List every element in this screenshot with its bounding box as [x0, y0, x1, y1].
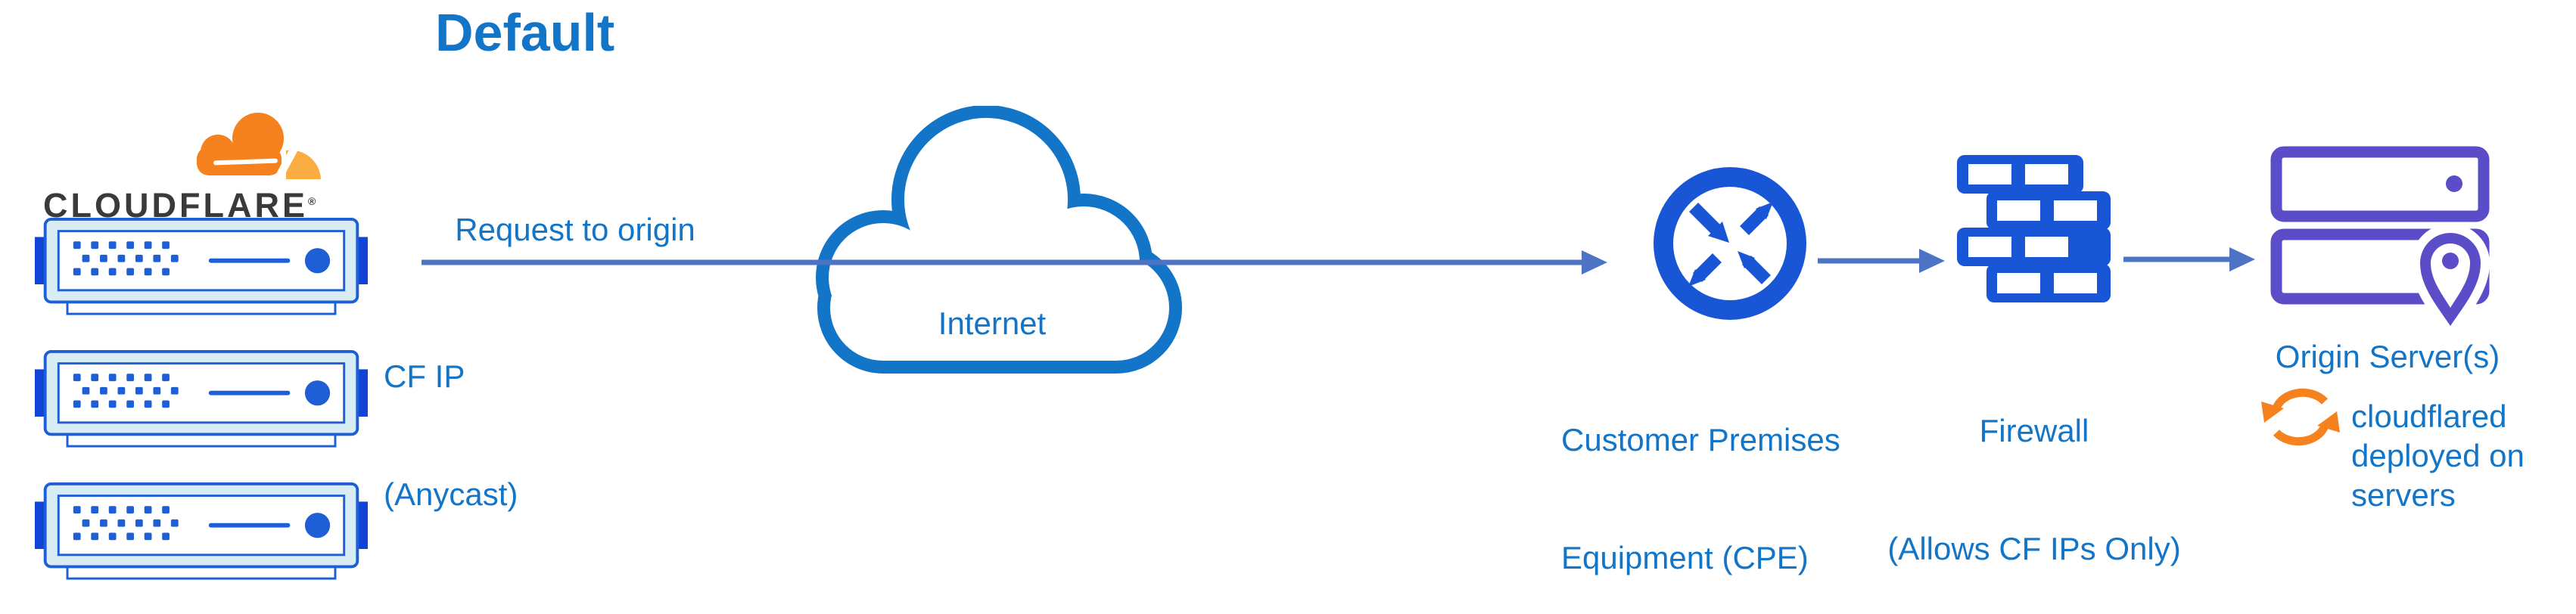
arrow-cpe-to-firewall	[1818, 249, 1945, 273]
edge-server-icon	[34, 482, 369, 582]
firewall-icon	[1957, 155, 2111, 302]
cloudflared-sync-icon	[2261, 388, 2340, 446]
edge-server-stack	[34, 218, 369, 582]
cloudflare-logo-cloud-icon	[197, 113, 321, 181]
cf-ip-label: CF IP (Anycast)	[384, 358, 518, 512]
registered-mark: ®	[307, 195, 316, 207]
internet-label: Internet	[938, 305, 1047, 341]
cpe-router-icon	[1654, 167, 1806, 320]
cpe-label: Customer Premises Equipment (CPE)	[1561, 422, 1840, 575]
firewall-label: Firewall (Allows CF IPs Only)	[1887, 413, 2181, 566]
arrow-firewall-to-origin	[2123, 247, 2255, 271]
origin-servers-icon	[2270, 146, 2490, 331]
request-to-origin-label: Request to origin	[455, 212, 695, 247]
edge-server-icon	[34, 350, 369, 450]
location-pin-icon	[2410, 224, 2490, 331]
internet-cloud-icon	[816, 106, 1182, 374]
edge-server-icon	[34, 218, 369, 318]
cloudflared-note: cloudflared deployed on servers	[2351, 398, 2525, 513]
origin-servers-label: Origin Server(s)	[2275, 339, 2500, 374]
page-title: Default	[435, 3, 615, 62]
